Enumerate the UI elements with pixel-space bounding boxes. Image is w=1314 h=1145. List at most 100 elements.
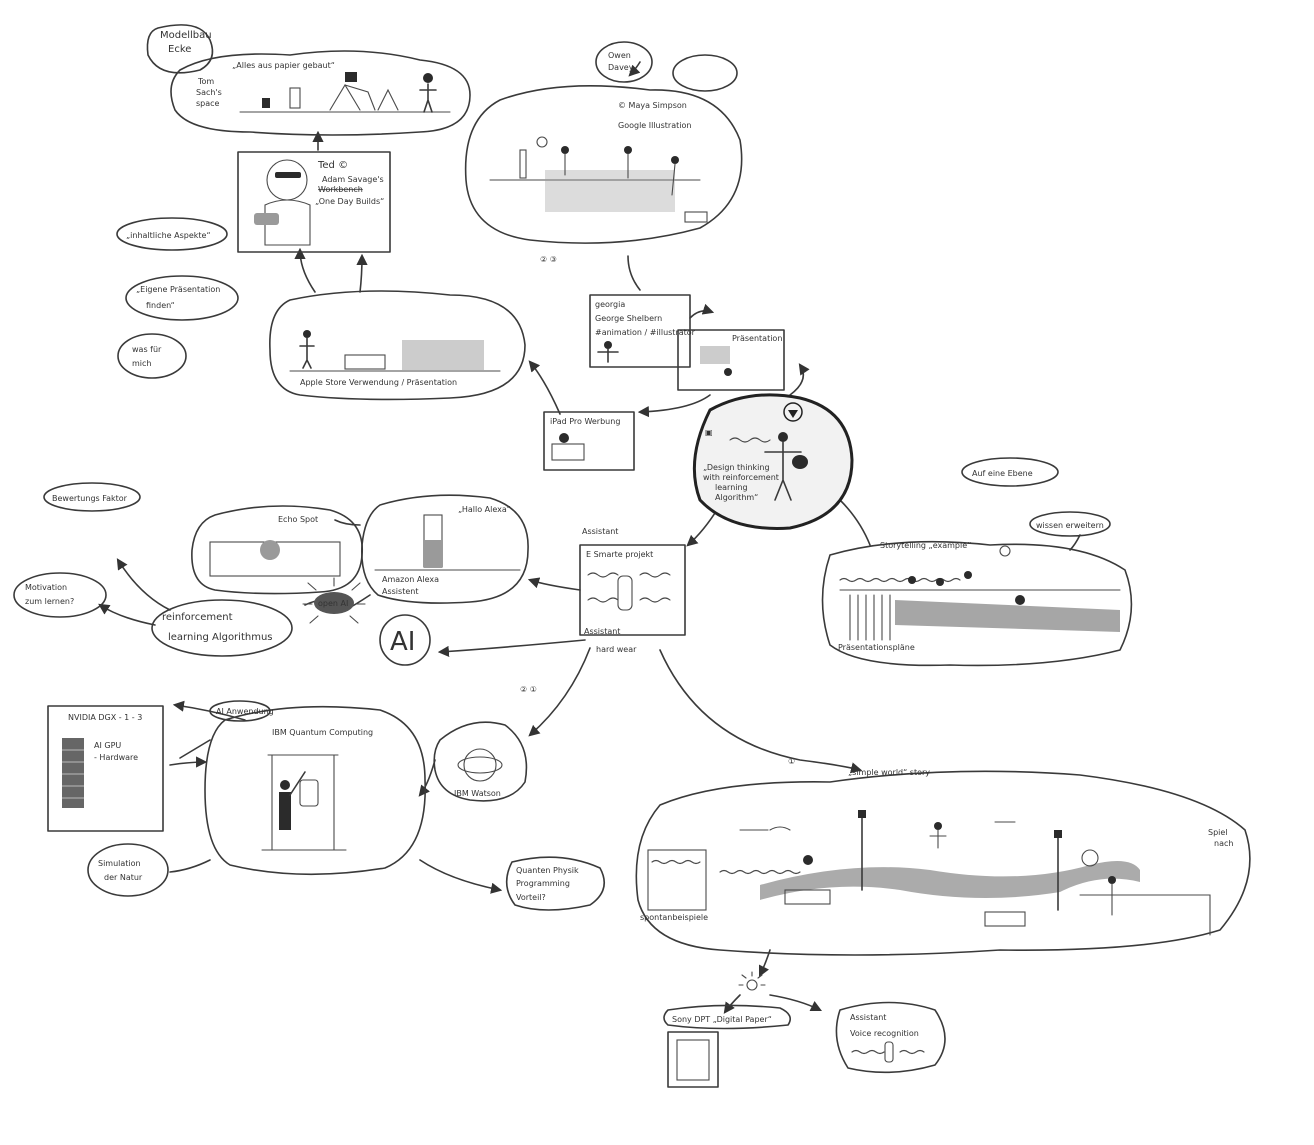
wissen-label: wissen erweitern — [1036, 521, 1104, 530]
hallo-alexa-label: „Hallo Alexa“ — [458, 505, 511, 514]
georgia-1: georgia — [595, 300, 625, 309]
wissen-erweitern-bubble: wissen erweitern — [1029, 511, 1111, 537]
connectors — [98, 61, 1081, 1014]
was-fuer-1: was für — [132, 345, 162, 354]
maya-simpson-2: Google Illustration — [618, 121, 691, 130]
motivation-1: Motivation — [25, 583, 67, 592]
nvidia-panel: NVIDIA DGX - 1 - 3 AI GPU - Hardware — [47, 705, 164, 832]
simulation-2: der Natur — [104, 873, 143, 882]
owen-davey-1: Owen — [608, 51, 631, 60]
assistant2-label: Assistant — [584, 627, 620, 636]
ai-anwendung-label: AI Anwendung — [216, 707, 274, 716]
center-badge: ▣ — [705, 428, 713, 437]
ai-node: AI — [379, 614, 431, 666]
reinforcement-2: learning Algorithmus — [168, 632, 273, 643]
sonn-label: spontanbeispiele — [640, 913, 708, 922]
motivation-2: zum lernen? — [25, 597, 74, 606]
modellbau-label-2: Ecke — [168, 44, 191, 55]
center-text-3: learning — [715, 483, 748, 492]
georgia-2: George Shelbern — [595, 314, 662, 323]
quanten-3: Vorteil? — [516, 893, 546, 902]
apple-store-cloud: Apple Store Verwendung / Präsentation — [269, 290, 526, 401]
ai-gpu-2: - Hardware — [94, 753, 138, 762]
ipad-pro-label: iPad Pro Werbung — [550, 417, 620, 426]
apple-store-label: Apple Store Verwendung / Präsentation — [300, 378, 457, 387]
step-marker-world: ① — [788, 757, 795, 766]
ibm-quantum-label: IBM Quantum Computing — [272, 728, 373, 737]
eigene-praes-2: finden“ — [146, 301, 175, 310]
alles-papier-label: „Alles aus papier gebaut“ — [232, 61, 335, 70]
georgia-panel: georgia George Shelbern #animation / #il… — [589, 294, 696, 368]
reinforcement-1: reinforcement — [162, 612, 233, 623]
georgia-3: #animation / #illustrator — [595, 328, 696, 337]
eigene-praes-1: „Eigene Präsentation — [136, 285, 220, 294]
maya-simpson-1: © Maya Simpson — [618, 101, 687, 110]
sony-label: Sony DPT „Digital Paper“ — [672, 1015, 772, 1024]
bewertungs-bubble: Bewertungs Faktor — [43, 482, 141, 512]
spiel-2: nach — [1214, 839, 1233, 848]
assistant-label: Assistant — [582, 527, 618, 536]
modellbau-label-1: Modellbau — [160, 30, 212, 41]
illustrations-bubble — [672, 54, 738, 92]
echo-spot-cloud: Echo Spot — [191, 505, 363, 595]
simple-world-label: „simple world“ story — [848, 768, 930, 777]
assistant-voice-1: Assistant — [850, 1013, 886, 1022]
spiel-1: Spiel — [1208, 828, 1228, 837]
storytelling-label: Storytelling „example“ — [880, 541, 971, 550]
ipad-pro-panel: iPad Pro Werbung — [543, 411, 635, 471]
ibm-watson-label: IBM Watson — [454, 789, 501, 798]
motivation-bubble: Motivation zum lernen? — [13, 572, 107, 618]
quanten-bubble: Quanten Physik Programming Vorteil? — [505, 856, 606, 911]
praesentation-label: Präsentation — [732, 334, 782, 343]
tom-sachs-3: space — [196, 99, 220, 108]
eigene-praesentation-bubble: „Eigene Präsentation finden“ — [125, 275, 239, 321]
tom-sachs-2: Sach's — [196, 88, 222, 97]
assistant-panel[interactable]: Assistant E Smarte projekt Assistant har… — [579, 527, 686, 654]
owen-davey-bubble: Owen Davey — [595, 41, 653, 83]
praesentation-panel: Präsentation — [677, 329, 785, 391]
quanten-2: Programming — [516, 879, 570, 888]
echo-spot-label: Echo Spot — [278, 515, 318, 524]
step-marker-assist: ② ① — [520, 685, 537, 694]
ted-label-1: Ted © — [317, 160, 348, 171]
amazon-alexa-2: Assistent — [382, 587, 418, 596]
tom-sachs-1: Tom — [197, 77, 214, 86]
simple-world-cloud: „simple world“ story Spiel nach spontanb… — [635, 768, 1251, 956]
owen-davey-2: Davey — [608, 63, 634, 72]
tom-sachs-cloud: „Alles aus papier gebaut“ Tom Sach's spa… — [170, 50, 471, 136]
auf-eine-ebene-label: Auf eine Ebene — [972, 469, 1033, 478]
sony-dpt-panel: Sony DPT „Digital Paper“ — [663, 971, 791, 1088]
ted-label-2: Adam Savage's — [322, 175, 384, 184]
ibm-watson-bubble: IBM Watson — [433, 721, 528, 802]
reinforcement-bubble[interactable]: reinforcement learning Algorithmus — [151, 599, 293, 657]
amazon-alexa-cloud: „Hallo Alexa“ Amazon Alexa Assistent — [361, 494, 529, 604]
assistant-voice-2: Voice recognition — [850, 1029, 919, 1038]
quanten-1: Quanten Physik — [516, 866, 579, 875]
simulation-1: Simulation — [98, 859, 141, 868]
center-text-4: Algorithm“ — [715, 493, 758, 502]
ted-label-3: „One Day Builds“ — [315, 197, 384, 206]
storytelling-cloud: Storytelling „example“ Präsentationsplän… — [821, 540, 1133, 667]
ted-struck: Workbench — [318, 185, 363, 194]
inhaltliche-bubble: „inhaltliche Aspekte“ — [116, 217, 228, 251]
nvidia-label: NVIDIA DGX - 1 - 3 — [68, 713, 142, 722]
center-text-1: „Design thinking — [703, 463, 770, 472]
open-ai-label: open AI — [318, 599, 348, 608]
was-fuer-2: mich — [132, 359, 151, 368]
step-marker-maya: ② ③ — [540, 255, 557, 264]
central-node[interactable]: ▣ „Design thinking with reinforcement le… — [692, 393, 854, 530]
ibm-quantum-cloud: AI Anwendung IBM Quantum Computing — [204, 700, 426, 876]
inhaltliche-label: „inhaltliche Aspekte“ — [126, 231, 211, 240]
auf-eine-ebene-bubble: Auf eine Ebene — [961, 457, 1059, 487]
bewertungs-label: Bewertungs Faktor — [52, 494, 128, 503]
ai-label: AI — [390, 627, 415, 657]
maya-simpson-cloud: © Maya Simpson Google Illustration — [464, 84, 743, 244]
center-text-2: with reinforcement — [703, 473, 779, 482]
amazon-alexa-1: Amazon Alexa — [382, 575, 439, 584]
simulation-bubble: Simulation der Natur — [87, 843, 169, 897]
hardwear-label: hard wear — [596, 645, 637, 654]
assistant-voice-bubble: Assistant Voice recognition — [835, 1001, 946, 1074]
ai-gpu-1: AI GPU — [94, 741, 121, 750]
praesentation2-label: Präsentationspläne — [838, 643, 915, 652]
